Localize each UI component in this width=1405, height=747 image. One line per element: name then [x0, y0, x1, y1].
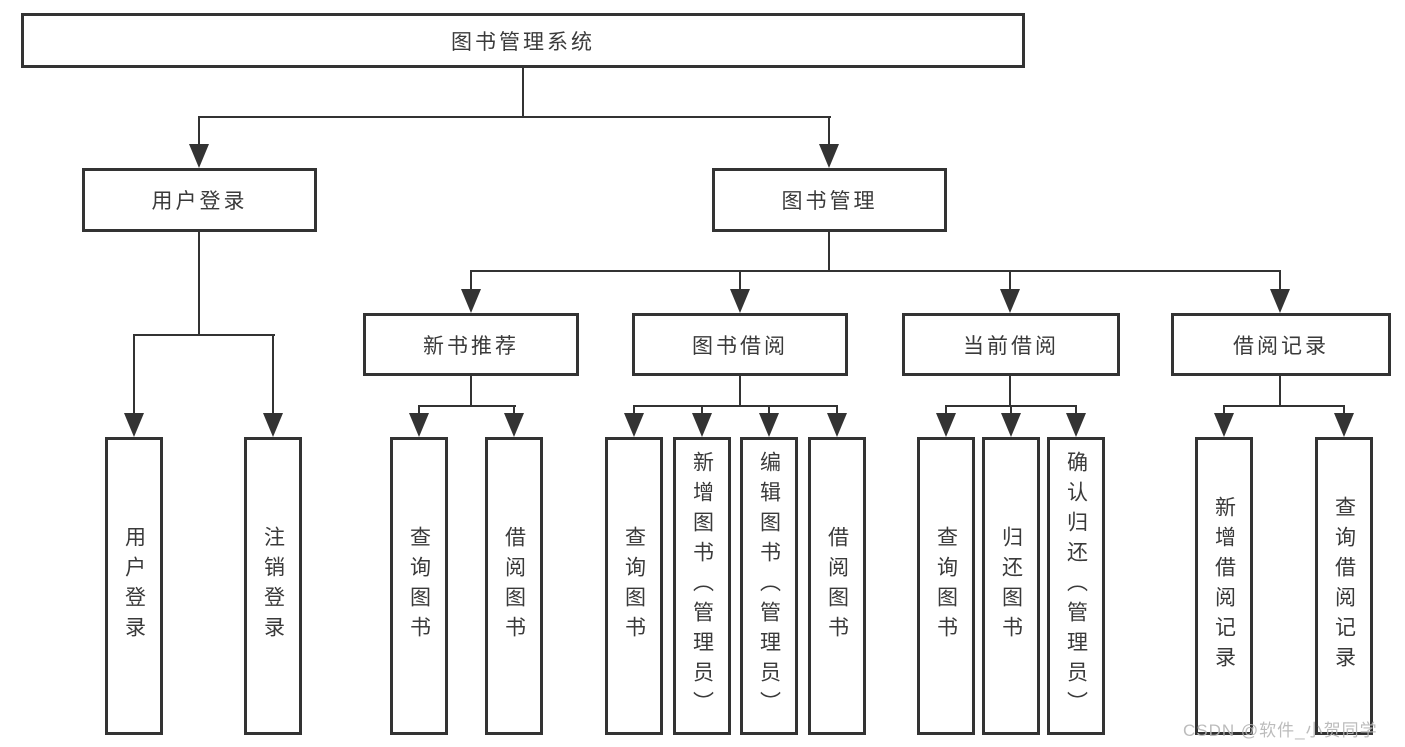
- connector-line: [739, 270, 741, 292]
- connector-line: [1075, 405, 1077, 415]
- arrowhead-down-icon: [1334, 413, 1354, 437]
- node-label: 查询图书: [934, 526, 958, 646]
- node-label: 编辑图书（管理员）: [757, 451, 781, 721]
- leaf-query-books: 查询图书: [390, 437, 448, 735]
- leaf-query-books: 查询图书: [917, 437, 975, 735]
- arrowhead-down-icon: [263, 413, 283, 437]
- arrowhead-down-icon: [759, 413, 779, 437]
- connector-line: [1223, 405, 1225, 415]
- connector-line: [701, 405, 703, 415]
- connector-line: [272, 334, 274, 416]
- connector-line: [828, 116, 830, 148]
- node-label: 注销登录: [261, 526, 285, 646]
- leaf-borrow-books: 借阅图书: [485, 437, 543, 735]
- arrowhead-down-icon: [461, 289, 481, 313]
- node-label: 归还图书: [999, 526, 1023, 646]
- leaf-query-books: 查询图书: [605, 437, 663, 735]
- connector-line: [418, 405, 420, 415]
- leaf-return-books: 归还图书: [982, 437, 1040, 735]
- connector-line: [768, 405, 770, 415]
- arrowhead-down-icon: [504, 413, 524, 437]
- arrowhead-down-icon: [692, 413, 712, 437]
- arrowhead-down-icon: [624, 413, 644, 437]
- connector-line: [1010, 405, 1012, 415]
- node-new-book-recommend: 新书推荐: [363, 313, 579, 376]
- arrowhead-down-icon: [1066, 413, 1086, 437]
- arrowhead-down-icon: [1001, 413, 1021, 437]
- connector-line: [198, 116, 831, 118]
- connector-line: [1223, 405, 1345, 407]
- arrowhead-down-icon: [827, 413, 847, 437]
- arrowhead-down-icon: [409, 413, 429, 437]
- connector-line: [418, 405, 516, 407]
- leaf-confirm-return-admin: 确认归还（管理员）: [1047, 437, 1105, 735]
- node-current-borrow: 当前借阅: [902, 313, 1120, 376]
- connector-line: [522, 68, 524, 118]
- leaf-logout: 注销登录: [244, 437, 302, 735]
- arrowhead-down-icon: [936, 413, 956, 437]
- connector-line: [1009, 270, 1011, 292]
- connector-line: [836, 405, 838, 415]
- node-book-management: 图书管理: [712, 168, 947, 232]
- node-user-login: 用户登录: [82, 168, 317, 232]
- connector-line: [133, 334, 135, 416]
- node-label: 图书管理系统: [451, 30, 595, 54]
- node-label: 借阅记录: [1233, 334, 1329, 358]
- arrowhead-down-icon: [1000, 289, 1020, 313]
- arrowhead-down-icon: [819, 144, 839, 168]
- node-label: 图书管理: [781, 190, 878, 213]
- node-label: 当前借阅: [963, 334, 1059, 358]
- connector-line: [470, 270, 1281, 272]
- node-book-borrow: 图书借阅: [632, 313, 848, 376]
- connector-line: [470, 376, 472, 407]
- node-label: 用户登录: [122, 526, 146, 646]
- leaf-query-borrow-record: 查询借阅记录: [1315, 437, 1373, 735]
- connector-line: [633, 405, 838, 407]
- connector-line: [198, 232, 200, 336]
- node-library-management-system: 图书管理系统: [21, 13, 1025, 68]
- leaf-add-books-admin: 新增图书（管理员）: [673, 437, 731, 735]
- node-label: 查询借阅记录: [1332, 496, 1356, 676]
- node-label: 借阅图书: [502, 526, 526, 646]
- node-label: 确认归还（管理员）: [1064, 451, 1088, 721]
- arrowhead-down-icon: [124, 413, 144, 437]
- connector-line: [633, 405, 635, 415]
- node-label: 图书借阅: [692, 334, 788, 358]
- connector-line: [1343, 405, 1345, 415]
- node-label: 用户登录: [151, 190, 248, 213]
- connector-line: [945, 405, 947, 415]
- node-borrow-records: 借阅记录: [1171, 313, 1391, 376]
- arrowhead-down-icon: [189, 144, 209, 168]
- watermark: CSDN @软件_小贺同学: [1183, 721, 1378, 740]
- node-label: 新书推荐: [423, 334, 519, 358]
- node-label: 新增图书（管理员）: [690, 451, 714, 721]
- connector-line: [198, 116, 200, 148]
- connector-line: [133, 334, 275, 336]
- node-label: 查询图书: [407, 526, 431, 646]
- connector-line: [470, 270, 472, 292]
- connector-line: [1279, 270, 1281, 292]
- leaf-edit-books-admin: 编辑图书（管理员）: [740, 437, 798, 735]
- node-label: 查询图书: [622, 526, 646, 646]
- connector-line: [739, 376, 741, 407]
- node-label: 借阅图书: [825, 526, 849, 646]
- connector-line: [828, 232, 830, 272]
- connector-line: [513, 405, 515, 415]
- leaf-borrow-books: 借阅图书: [808, 437, 866, 735]
- leaf-user-login: 用户登录: [105, 437, 163, 735]
- arrowhead-down-icon: [1214, 413, 1234, 437]
- node-label: 新增借阅记录: [1212, 496, 1236, 676]
- connector-line: [1279, 376, 1281, 407]
- arrowhead-down-icon: [1270, 289, 1290, 313]
- arrowhead-down-icon: [730, 289, 750, 313]
- leaf-add-borrow-record: 新增借阅记录: [1195, 437, 1253, 735]
- connector-line: [1009, 376, 1011, 407]
